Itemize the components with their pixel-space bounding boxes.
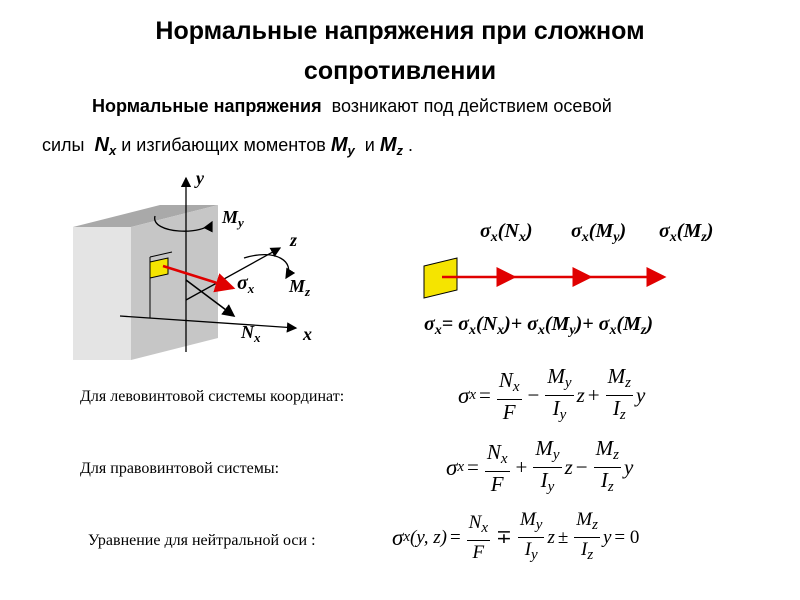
intro-my: M <box>330 134 348 156</box>
component-nx: σx(Nx) <box>480 220 533 245</box>
intro-mz: M <box>379 134 397 156</box>
label-x-axis: x <box>303 324 312 344</box>
label-mz: Mz <box>289 276 311 299</box>
label-sigma-x: σx <box>237 272 255 296</box>
x-axis <box>119 315 298 333</box>
intro-and: и <box>364 135 375 155</box>
component-mz: σx(Mz) <box>659 220 714 245</box>
component-my: σx(My) <box>571 220 627 245</box>
intro-period: . <box>408 135 414 155</box>
cube-front-face <box>73 227 131 360</box>
stress-patch-right <box>423 257 458 299</box>
label-my: My <box>222 207 244 230</box>
label-nx: Nx <box>241 322 261 345</box>
my-moment-arc <box>154 215 213 233</box>
intro-word-forces: силы <box>42 135 85 155</box>
sigma-arrow <box>162 264 236 293</box>
page-title-line-2: сопротивлении <box>303 57 497 85</box>
page-title-line-1: Нормальные напряжения при сложном <box>155 17 645 45</box>
label-y-axis: y <box>196 168 204 188</box>
intro-bold: Нормальные напряжения <box>92 96 322 116</box>
stress-patch-cube <box>149 257 169 279</box>
label-neutral-axis: Уравнение для нейтральной оси : <box>88 532 316 549</box>
intro-my-sub: y <box>347 143 355 158</box>
label-left-handed: Для левовинтовой системы координат: <box>80 388 345 405</box>
intro-moments-text: и изгибающих моментов <box>121 135 326 155</box>
intro-line-1: Нормальные напряжения возникают под дейс… <box>92 96 612 117</box>
intro-nx-sub: x <box>108 143 117 158</box>
intro-line-2: силы Nx и изгибающих моментов My и Mz . <box>42 134 413 158</box>
label-z-axis: z <box>290 230 298 250</box>
label-right-handed: Для правовинтовой системы: <box>80 460 280 477</box>
intro-rest: возникают под действием осевой <box>331 96 612 116</box>
nx-arrow <box>185 279 236 317</box>
intro-mz-sub: z <box>396 143 404 158</box>
sum-equation: σx= σx(Nx)+ σx(My)+ σx(Mz) <box>424 313 654 338</box>
cube-top-face <box>73 205 218 227</box>
intro-nx: N <box>94 134 109 156</box>
mz-moment-arc <box>243 253 296 280</box>
